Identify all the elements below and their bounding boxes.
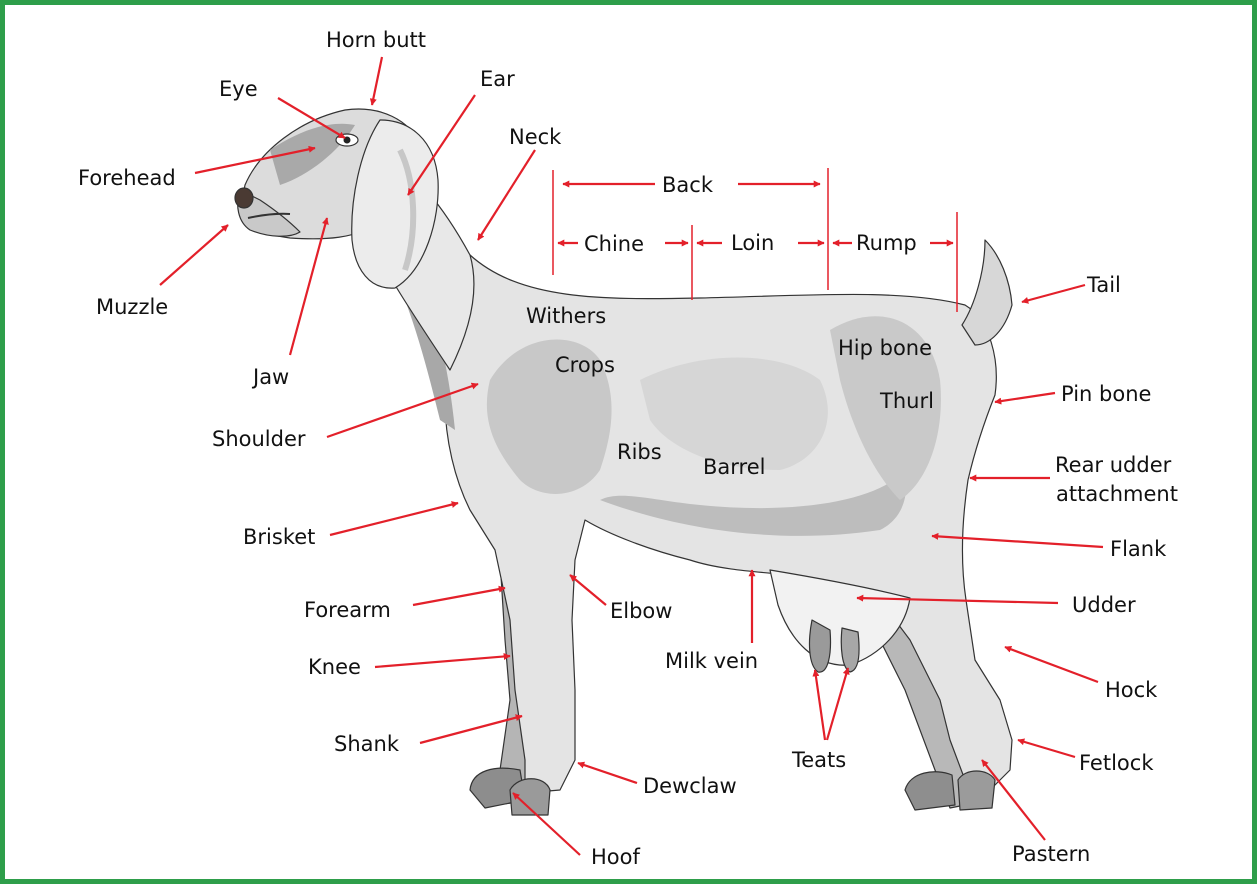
label-udder: Udder: [1072, 593, 1136, 617]
label-rear-udder-line2: attachment: [1056, 482, 1178, 506]
label-crops: Crops: [555, 353, 615, 377]
label-fetlock: Fetlock: [1079, 751, 1154, 775]
arrow-muzzle: [160, 225, 228, 285]
label-thurl: Thurl: [879, 389, 934, 413]
labels: Horn butt Eye Ear Neck Forehead Muzzle J…: [78, 28, 1178, 869]
label-tail: Tail: [1086, 273, 1121, 297]
arrow-dewclaw: [578, 763, 637, 783]
label-back: Back: [662, 173, 714, 197]
label-chine: Chine: [584, 232, 644, 256]
label-ear: Ear: [480, 67, 515, 91]
label-hock: Hock: [1105, 678, 1158, 702]
label-ribs: Ribs: [617, 440, 662, 464]
label-neck: Neck: [509, 125, 562, 149]
arrow-fetlock: [1018, 740, 1075, 757]
label-eye: Eye: [219, 77, 258, 101]
label-barrel: Barrel: [703, 455, 765, 479]
goat-hoof-near-hind: [958, 771, 995, 810]
label-elbow: Elbow: [610, 599, 672, 623]
goat-nose: [235, 188, 253, 208]
arrow-pin-bone: [995, 393, 1055, 402]
label-forearm: Forearm: [304, 598, 391, 622]
label-forehead: Forehead: [78, 166, 176, 190]
label-withers: Withers: [526, 304, 606, 328]
label-teats: Teats: [791, 748, 846, 772]
label-pastern: Pastern: [1012, 842, 1090, 866]
label-shoulder: Shoulder: [212, 427, 306, 451]
arrow-elbow: [570, 575, 606, 605]
arrow-hock: [1005, 647, 1098, 682]
arrow-teats-2: [827, 668, 848, 740]
label-muzzle: Muzzle: [96, 295, 168, 319]
arrow-brisket: [330, 503, 458, 535]
label-loin: Loin: [731, 231, 774, 255]
arrow-tail: [1022, 285, 1085, 302]
arrow-horn-butt: [372, 57, 382, 105]
goat-tail: [962, 240, 1012, 345]
label-horn-butt: Horn butt: [326, 28, 426, 52]
label-hoof: Hoof: [591, 845, 640, 869]
arrow-knee: [375, 656, 510, 667]
label-rump: Rump: [856, 231, 917, 255]
arrow-teats-1: [815, 670, 825, 740]
label-shank: Shank: [334, 732, 400, 756]
goat-hoof-far-hind: [905, 772, 955, 810]
arrow-forearm: [413, 588, 505, 605]
label-flank: Flank: [1110, 537, 1167, 561]
label-knee: Knee: [308, 655, 361, 679]
label-brisket: Brisket: [243, 525, 315, 549]
arrow-neck: [478, 150, 535, 240]
label-rear-udder-line1: Rear udder: [1055, 453, 1172, 477]
label-dewclaw: Dewclaw: [643, 774, 737, 798]
label-jaw: Jaw: [251, 365, 289, 389]
label-hip-bone: Hip bone: [838, 336, 932, 360]
label-milk-vein: Milk vein: [665, 649, 758, 673]
label-pin-bone: Pin bone: [1061, 382, 1151, 406]
